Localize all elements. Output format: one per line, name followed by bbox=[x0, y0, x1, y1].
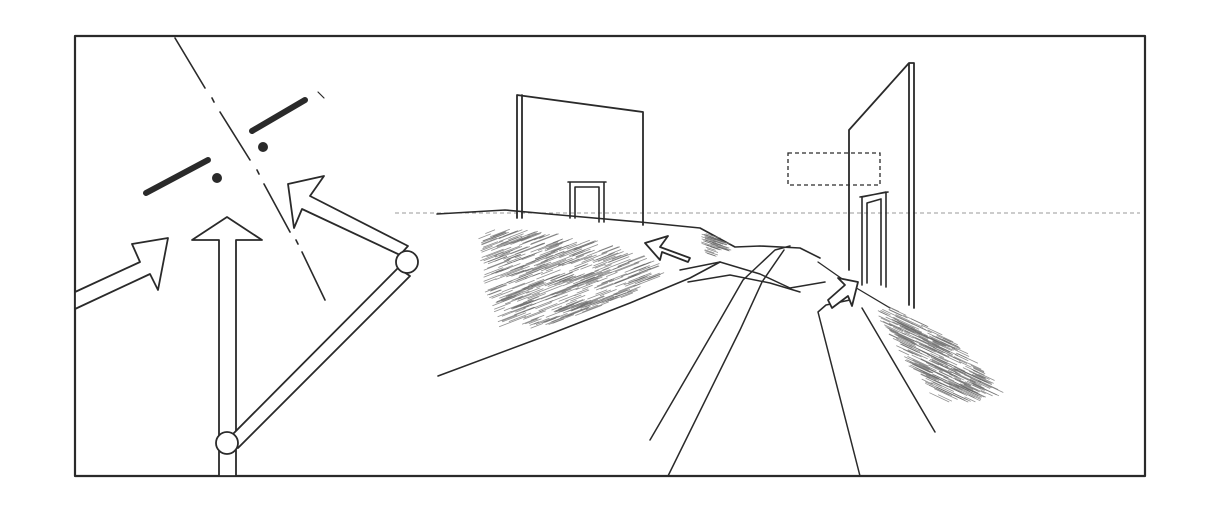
dashed-axis-tail bbox=[318, 92, 324, 98]
hatch-stroke bbox=[498, 311, 512, 316]
hatch-stroke bbox=[502, 315, 517, 321]
perspective-view bbox=[395, 63, 1140, 476]
hatch-stroke bbox=[521, 261, 539, 268]
hatch-stroke bbox=[507, 275, 527, 283]
hatch-stroke bbox=[522, 255, 535, 260]
point-marker-left bbox=[212, 173, 222, 183]
perspective-arrow-right bbox=[828, 278, 858, 308]
hatch-stroke bbox=[491, 285, 506, 291]
path-edge-c bbox=[680, 262, 825, 288]
hatch-stroke bbox=[545, 251, 569, 260]
hatch-stroke bbox=[628, 256, 645, 262]
building-left-outline bbox=[517, 95, 643, 225]
perspective-arrow-left bbox=[645, 236, 690, 262]
hatch-stroke bbox=[581, 265, 593, 270]
hatch-stroke bbox=[888, 306, 899, 311]
hatch-stroke bbox=[485, 288, 497, 293]
hatch-stroke bbox=[621, 293, 633, 298]
ground-edge-left bbox=[437, 210, 820, 258]
hatch-stroke bbox=[922, 379, 933, 384]
hatch-stroke bbox=[602, 247, 619, 253]
dashed-axis-line bbox=[175, 38, 325, 300]
path-edge-d bbox=[688, 275, 800, 292]
approach-arrow-left bbox=[75, 238, 168, 309]
path-edge-e bbox=[818, 300, 860, 476]
approach-arrow-diagonal bbox=[288, 176, 408, 255]
hatched-terrain-left bbox=[479, 229, 665, 328]
building-right-door bbox=[860, 192, 888, 287]
hatch-stroke bbox=[898, 335, 913, 342]
hatch-stroke bbox=[889, 330, 912, 341]
path-connector-diagonal bbox=[227, 268, 410, 448]
hatch-stroke bbox=[550, 295, 568, 302]
hatch-stroke bbox=[928, 330, 954, 342]
wall-bar-right bbox=[252, 100, 305, 131]
path-edge-a bbox=[650, 246, 790, 440]
hatch-stroke bbox=[485, 279, 497, 284]
dashed-window-outline bbox=[788, 153, 880, 185]
hatched-terrain-center bbox=[701, 234, 731, 257]
hatch-stroke bbox=[494, 308, 505, 312]
hatch-stroke bbox=[568, 242, 593, 252]
point-marker-right bbox=[258, 142, 268, 152]
hatch-stroke bbox=[584, 268, 610, 278]
hatch-stroke bbox=[601, 247, 620, 254]
hatch-stroke bbox=[479, 234, 491, 239]
hatch-stroke bbox=[981, 390, 993, 396]
hatch-stroke bbox=[958, 354, 968, 359]
hatch-stroke bbox=[485, 230, 495, 234]
plan-diagram bbox=[75, 38, 418, 476]
wall-bar-left bbox=[146, 160, 208, 193]
path-edge-b bbox=[668, 250, 784, 476]
hatched-terrain-right bbox=[878, 306, 1003, 402]
hatch-stroke bbox=[552, 285, 578, 295]
hatch-stroke bbox=[921, 325, 942, 335]
pivot-node-top bbox=[396, 251, 418, 273]
hatch-stroke bbox=[649, 266, 660, 270]
hatch-stroke bbox=[934, 389, 957, 400]
pivot-node-bottom bbox=[216, 432, 238, 454]
